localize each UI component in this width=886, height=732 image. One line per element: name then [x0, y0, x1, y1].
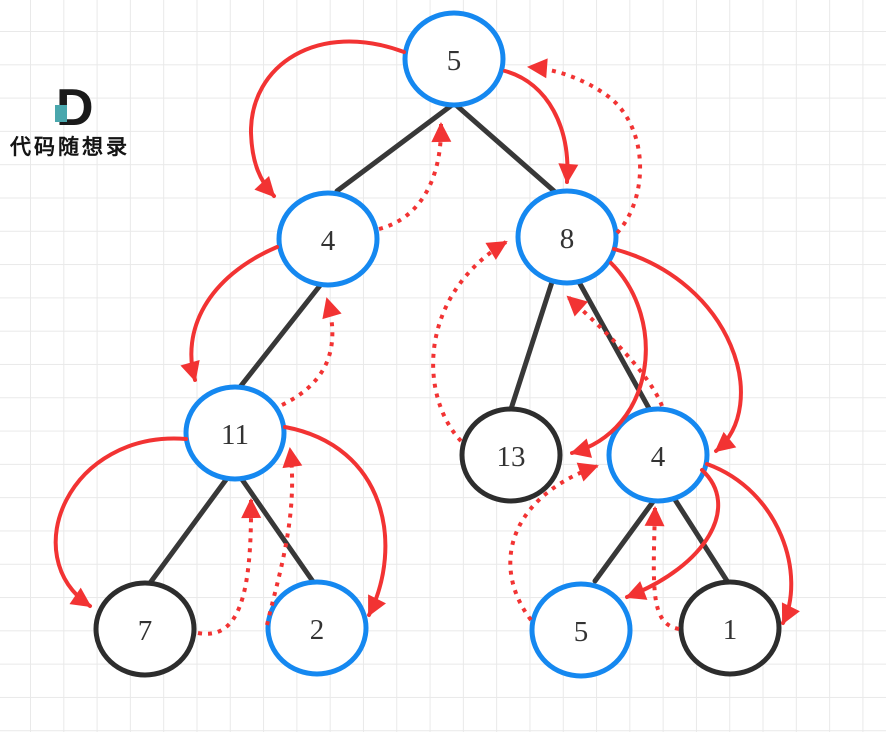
traversal-arrows-layer: [53, 39, 800, 636]
backtrack-arrow-return-4-to-8: [566, 295, 664, 407]
recursion-arrow-call-4-to-1: [705, 462, 800, 625]
tree-nodes-layer: 5 4 8 11 13 4 7 2 5 1: [93, 10, 782, 679]
tree-node-n13: [459, 406, 563, 504]
backtrack-arrow-return-7-to-11: [197, 498, 262, 636]
recursion-arrow-call-11-to-7: [53, 436, 188, 608]
tree-edge-n4l-n11: [237, 280, 325, 390]
tree-node-label-n5: 5: [447, 45, 462, 77]
recursion-arrow-call-4-to-11: [180, 245, 279, 382]
tree-node-n4l: [276, 190, 380, 288]
tree-edge-n8-n13: [508, 279, 555, 412]
recursion-arrow-call-5-to-4: [248, 39, 406, 198]
tree-node-label-n13: 13: [497, 441, 526, 473]
backtrack-arrow-return-5-to-4: [508, 462, 599, 622]
tree-edges-layer: [147, 102, 732, 587]
tree-node-n2: [265, 579, 369, 677]
tree-edge-n5-n4l: [334, 102, 455, 194]
tree-edge-n11-n2: [238, 475, 317, 586]
backtrack-arrow-return-13-to-8: [431, 240, 508, 443]
tree-node-n8: [515, 188, 619, 286]
backtrack-arrow-return-2-to-11: [265, 447, 303, 626]
tree-node-label-n5r: 5: [574, 616, 589, 648]
recursion-arrow-call-8-to-4: [612, 247, 743, 453]
tree-edge-n4r-n1: [669, 492, 732, 587]
tree-edge-n4r-n5r: [592, 496, 658, 584]
recursion-arrow-call-4-to-5: [625, 468, 721, 600]
tree-edge-n5-n8: [453, 102, 557, 194]
tree-edge-n11-n7: [147, 474, 231, 586]
tree-node-label-n7: 7: [138, 615, 153, 647]
recursion-arrow-call-8-to-13: [570, 261, 648, 458]
tree-node-n1: [678, 579, 782, 677]
recursion-arrow-call-11-to-2: [283, 425, 388, 617]
tree-node-label-n11: 11: [221, 419, 249, 451]
tree-node-label-n2: 2: [310, 614, 325, 646]
tree-node-n5r: [529, 581, 633, 679]
tree-node-n7: [93, 580, 197, 678]
backtrack-arrow-return-11-to-4: [281, 297, 342, 407]
tree-node-label-n4l: 4: [321, 225, 336, 257]
backtrack-arrow-return-1-to-4: [644, 506, 680, 631]
tree-node-label-n4r: 4: [651, 441, 666, 473]
tree-node-label-n8: 8: [560, 223, 575, 255]
tree-node-n5: [402, 10, 506, 108]
tree-node-n4r: [606, 406, 710, 504]
recursion-arrow-call-5-to-8: [503, 69, 579, 184]
tree-node-n11: [183, 384, 287, 482]
tree-node-label-n1: 1: [723, 614, 738, 646]
backtrack-arrow-return-4-to-5: [378, 122, 452, 231]
